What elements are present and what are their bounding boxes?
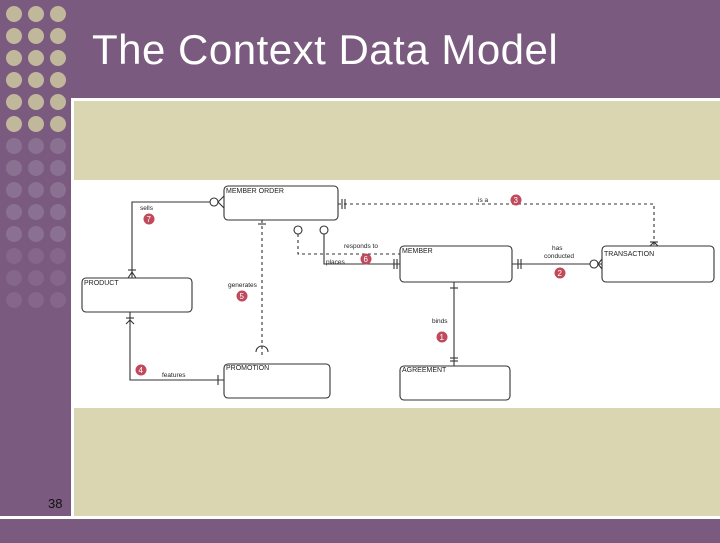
decorative-dot [28,94,44,110]
decorative-dot [50,138,66,154]
label-member-order: MEMBER ORDER [226,188,284,195]
rel-label-sells: sells [140,205,154,212]
label-agreement: AGREEMENT [402,367,447,374]
decorative-dot [28,138,44,154]
decorative-dot [50,94,66,110]
entity-agreement [399,365,511,401]
rel-line-is-a [338,203,655,246]
rel-label-places: places [326,259,346,266]
decorative-dot [50,116,66,132]
label-promotion: PROMOTION [226,365,269,372]
decorative-dot [28,6,44,22]
rel-line-responds-to [297,228,400,255]
decorative-dot [6,226,22,242]
decorative-dot [50,72,66,88]
decorative-dot [50,204,66,220]
rel-label-is-a: is a [478,197,489,204]
decorative-dot [28,72,44,88]
decorative-dot [28,28,44,44]
decorative-dot [50,160,66,176]
label-transaction: TRANSACTION [604,251,654,258]
decorative-dot [28,226,44,242]
erd-diagram: MEMBER ORDER PRODUCT PROMOTION MEMBER AG… [74,180,720,408]
rel-label-features: features [162,372,186,379]
decorative-dot [50,226,66,242]
decorative-dot [50,28,66,44]
rel-label-binds: binds [432,318,448,325]
decorative-dot [28,270,44,286]
decorative-dot [6,28,22,44]
decorative-dot [6,6,22,22]
decorative-dot [6,116,22,132]
rel-line-features [129,312,224,381]
decorative-dot [28,50,44,66]
rel-label-generates: generates [228,282,258,289]
decorative-dot [6,204,22,220]
slide-title: The Context Data Model [92,26,559,73]
entity-promotion [223,363,331,399]
decorative-dot [28,248,44,264]
page-number: 38 [48,496,63,511]
divider-vertical [71,98,74,518]
decorative-dot [6,182,22,198]
badge-has-conducted: 2 [558,269,563,278]
decorative-dot [28,116,44,132]
decorative-dot [6,138,22,154]
decorative-dot [6,94,22,110]
badge-generates: 5 [240,292,245,301]
decorative-dot [6,50,22,66]
decorative-dot [6,160,22,176]
decorative-dot [28,204,44,220]
badge-features: 4 [139,366,144,375]
decorative-dot [50,270,66,286]
title-band [74,0,720,98]
badge-sells: 7 [147,215,152,224]
decorative-dot [6,248,22,264]
decorative-dot [28,182,44,198]
rel-line-sells [131,201,210,278]
label-product: PRODUCT [84,280,119,287]
rel-label-responds-to: responds to [344,243,378,250]
badge-binds: 1 [440,333,445,342]
decorative-dot [50,248,66,264]
decorative-dot [50,50,66,66]
decorative-dot [6,72,22,88]
decorative-dot [50,292,66,308]
decorative-dot [50,6,66,22]
footer-band [0,516,720,543]
decorative-dot [6,270,22,286]
entity-product [81,277,193,313]
decorative-dot [50,182,66,198]
badge-places: 6 [364,255,369,264]
label-member: MEMBER [402,248,433,255]
badge-is-a: 3 [514,196,519,205]
entity-member-order [223,185,339,221]
decorative-dot [28,160,44,176]
decorative-dot [28,292,44,308]
decorative-dot [6,292,22,308]
rel-line-places [323,228,400,265]
